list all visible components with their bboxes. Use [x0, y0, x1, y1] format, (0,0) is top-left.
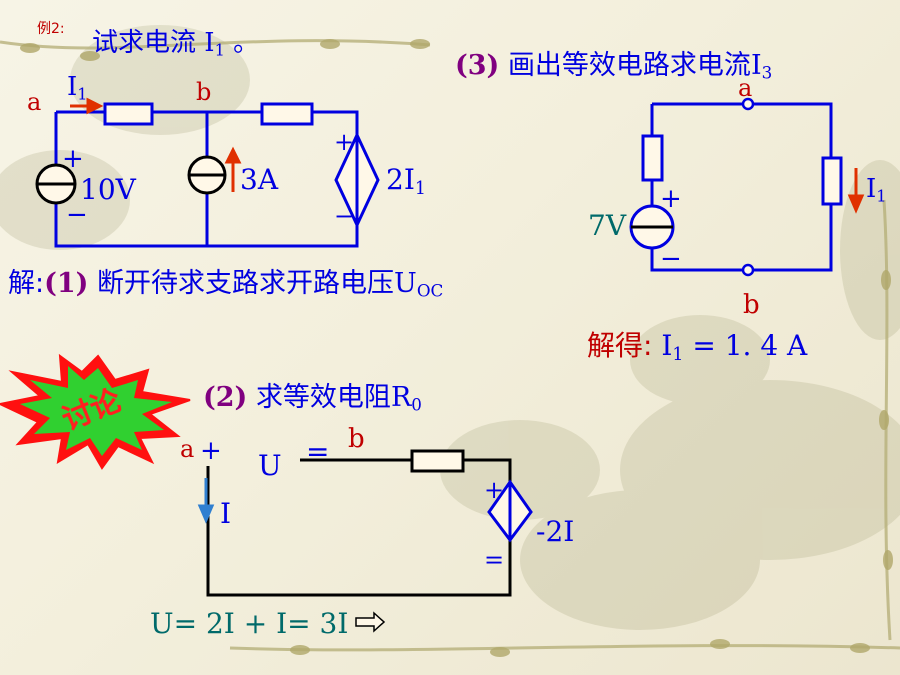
minus-sign: − — [334, 202, 355, 230]
current-label-3a: 3A — [240, 163, 279, 196]
solution-step-1: 解:(1) 断开待求支路求开路电压UOC — [8, 268, 444, 301]
plus-sign: + — [484, 476, 505, 504]
node-label-b: b — [743, 290, 760, 320]
result-line: 解得: I1 = 1. 4 A — [587, 329, 808, 365]
plus-sign: + — [62, 144, 84, 174]
node-label-b: b — [348, 424, 365, 454]
voltage-label-10v: 10V — [80, 173, 136, 206]
equation: U= 2I + I= 3I — [150, 607, 349, 640]
wire — [652, 102, 833, 158]
resistor-2 — [260, 102, 314, 126]
wire — [650, 204, 833, 272]
current-label-i1-equivalent: I1 — [866, 174, 887, 206]
example-label: 例2: — [37, 21, 65, 37]
resistor-1 — [103, 102, 154, 126]
voltage-label-7v: 7V — [588, 209, 627, 242]
implies-arrow-icon — [355, 611, 386, 633]
node-a — [741, 97, 755, 111]
current-label-i: I — [220, 497, 232, 530]
node-label-a: a — [738, 74, 753, 102]
plus-sign: + — [334, 128, 355, 156]
step-2-title: (2) 求等效电阻R0 — [203, 382, 422, 415]
minus-sign: − — [660, 244, 682, 274]
wire — [206, 466, 512, 597]
current-label-i1: I1 — [67, 72, 88, 104]
task-title: 试求电流 I1 。 — [92, 28, 260, 60]
node-label-b: b — [196, 78, 212, 106]
minus-sign: = — [484, 546, 505, 574]
node-b — [741, 263, 755, 277]
node-label-a: a — [180, 435, 195, 463]
step-3-title: (3) 画出等效电路求电流I3 — [455, 50, 773, 83]
plus-sign: + — [200, 436, 222, 466]
dependent-label-2i1: 2I1 — [386, 163, 426, 199]
wire — [463, 458, 512, 482]
dependent-label-minus-2i: -2I — [536, 515, 575, 548]
voltage-label-u: U — [258, 449, 282, 482]
resistor-5 — [821, 156, 843, 206]
wire — [312, 110, 359, 135]
node-label-a: a — [27, 88, 42, 116]
plus-sign: + — [660, 184, 682, 214]
minus-sign: = — [306, 435, 330, 468]
minus-sign: − — [66, 200, 88, 230]
